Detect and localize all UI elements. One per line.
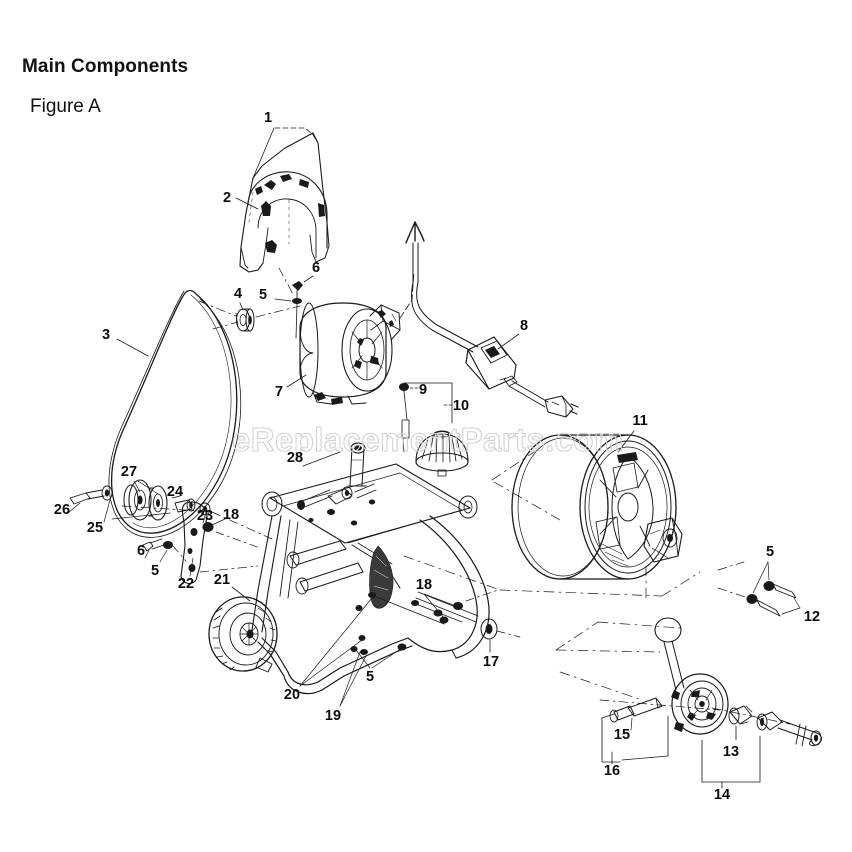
callout-pump-flywheel-assembly[interactable]: 11 xyxy=(632,412,648,429)
air-filter-assembly xyxy=(399,382,469,477)
callout-fastener[interactable]: 9 xyxy=(418,381,428,398)
callout-screw[interactable]: 5 xyxy=(365,668,375,685)
callout-pressure-switch-tube[interactable]: 28 xyxy=(286,449,304,466)
callout-belt-tensioner-bracket[interactable]: 22 xyxy=(177,575,195,592)
callout-nut[interactable]: 18 xyxy=(415,576,433,593)
wheel xyxy=(208,586,278,673)
pump-flywheel-assembly xyxy=(511,430,683,580)
callout-spacer[interactable]: 24 xyxy=(166,483,184,500)
callout-motor-pulley[interactable]: 4 xyxy=(233,285,243,302)
idler-tensioner-assembly xyxy=(67,479,273,585)
page-title: Main Components xyxy=(22,56,189,77)
callout-idler-arm[interactable]: 25 xyxy=(86,519,104,536)
drive-belt xyxy=(108,289,242,538)
callout-bolt[interactable]: 19 xyxy=(324,707,342,724)
electric-motor xyxy=(286,302,401,405)
callout-power-cord-switch-assembly[interactable]: 8 xyxy=(519,317,529,334)
callout-drive-belt[interactable]: 3 xyxy=(101,326,111,343)
nut-group-18 xyxy=(423,589,499,624)
frame-bolts xyxy=(299,592,463,707)
pressure-switch-tube xyxy=(297,442,377,510)
callout-nut[interactable]: 12 xyxy=(803,608,821,625)
callout-belt-guard-shroud-lower[interactable]: 2 xyxy=(222,189,232,206)
motor-pulley xyxy=(235,302,255,332)
callout-screw[interactable]: 5 xyxy=(150,562,160,579)
frame-assembly xyxy=(251,463,521,695)
callout-screw[interactable]: 23 xyxy=(196,507,214,524)
callout-washer[interactable]: 17 xyxy=(482,653,500,670)
callout-bolt[interactable]: 6 xyxy=(136,542,146,559)
callout-nut[interactable]: 18 xyxy=(222,506,240,523)
callout-bolt[interactable]: 26 xyxy=(53,501,71,518)
callout-check-valve-fitting[interactable]: 13 xyxy=(722,743,740,760)
callout-air-filter-assembly[interactable]: 10 xyxy=(452,397,470,414)
belt-guard-shroud xyxy=(235,127,330,273)
callout-drain-valve[interactable]: 15 xyxy=(613,726,631,743)
callout-wheel[interactable]: 21 xyxy=(213,571,231,588)
callout-belt-guard-shroud-upper[interactable]: 1 xyxy=(263,109,273,126)
tank-valve-assembly xyxy=(599,617,822,789)
callout-discharge-tube-assembly[interactable]: 14 xyxy=(713,786,731,803)
callout-screw[interactable]: 5 xyxy=(258,286,268,303)
callout-electric-motor[interactable]: 7 xyxy=(274,383,284,400)
callout-bolt[interactable]: 6 xyxy=(311,259,321,276)
callout-air-tank-assembly[interactable]: 16 xyxy=(603,762,621,779)
callout-idler-pulley[interactable]: 27 xyxy=(120,463,138,480)
motor-fasteners xyxy=(274,275,314,339)
fastener-group-12 xyxy=(717,561,801,617)
power-cord-switch xyxy=(405,221,579,418)
callout-axle-bolt[interactable]: 20 xyxy=(283,686,301,703)
figure-label: Figure A xyxy=(30,96,101,117)
callout-screw[interactable]: 5 xyxy=(765,543,775,560)
